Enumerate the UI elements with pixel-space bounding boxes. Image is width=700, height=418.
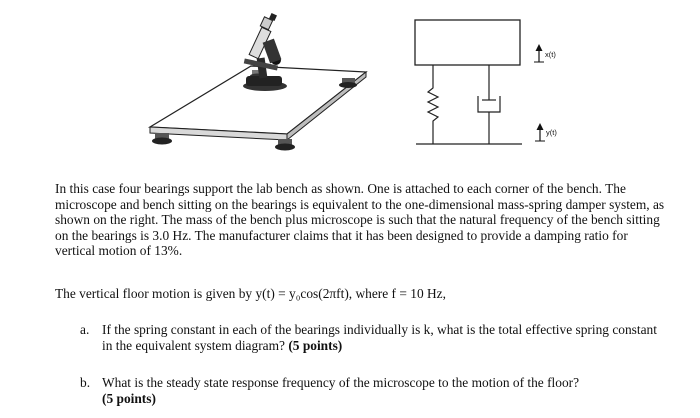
question-points: (5 points) [288,337,343,353]
mass-block [414,19,521,66]
damper-icon [477,65,501,144]
bearing-icon [339,78,357,88]
floor-motion-statement: The vertical floor motion is given by y(… [55,286,446,301]
y-label: y(t) [546,128,557,137]
x-label: x(t) [545,50,556,59]
mass-spring-damper-diagram: x(t) y(t) [414,19,557,145]
bearing-icon [152,133,172,145]
question-points: (5 points) [102,390,156,406]
up-arrow-icon [534,44,544,63]
question-body: If the spring constant in each of the be… [102,322,657,353]
problem-description: In this case four bearings support the l… [55,181,665,259]
spring-icon [426,65,440,144]
question-text: What is the steady state response freque… [102,375,670,406]
up-arrow-icon [535,123,545,142]
figure-drawing: x(t) y(t) [147,13,557,151]
question-label: b. [80,375,91,390]
bearing-icon [275,139,295,151]
question-body: What is the steady state response freque… [102,375,580,390]
figure: x(t) y(t) [0,0,700,165]
question-label: a. [80,322,90,337]
question-text: If the spring constant in each of the be… [102,322,670,353]
microscope-icon [243,13,287,91]
